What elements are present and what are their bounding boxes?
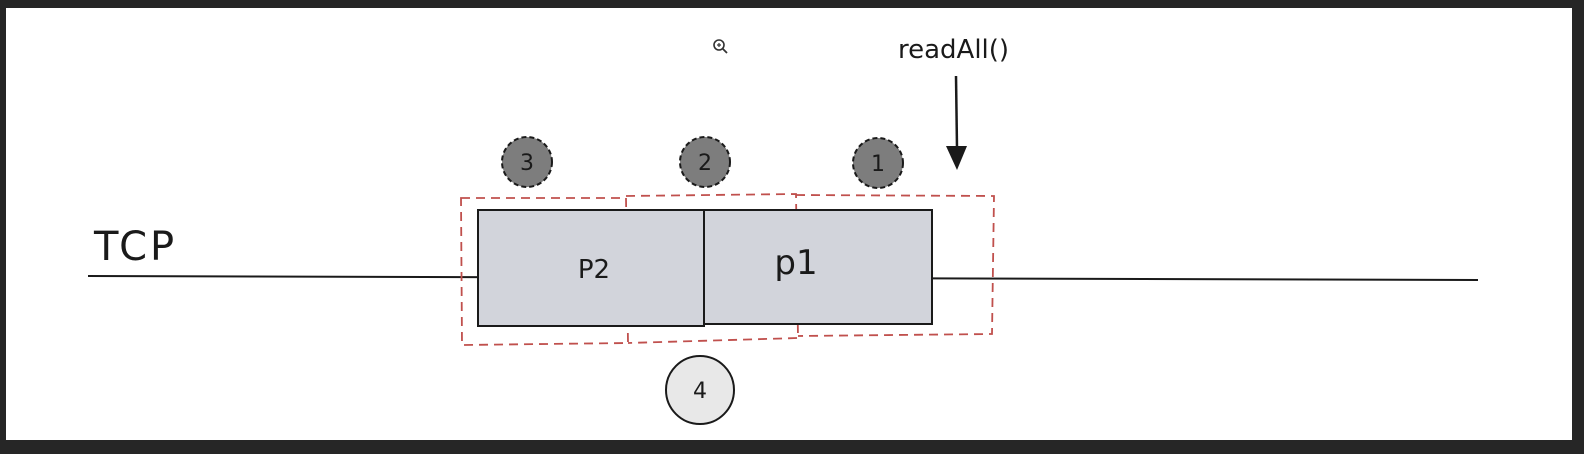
packet-p1-label: p1 [774,243,817,283]
marker-3-label: 3 [520,151,534,176]
read-all-arrow [946,75,967,170]
tcp-diagram: TCP P2 p1 3 2 1 [87,35,1479,425]
marker-1-label: 1 [871,152,885,177]
dashed-region-3 [460,197,629,346]
marker-1: 1 [852,137,904,189]
magnifier-icon[interactable] [713,39,728,54]
tcp-label: TCP [93,224,177,270]
packet-p2-label: P2 [578,255,610,285]
marker-4-label: 4 [693,379,707,404]
marker-3: 3 [501,136,553,188]
read-all-label: readAll() [898,35,1009,65]
packet-p2-box [477,209,705,327]
marker-4: 4 [665,355,735,425]
diagram-canvas: TCP P2 p1 3 2 1 [6,8,1572,440]
packet-p1-box [703,209,933,325]
marker-2-label: 2 [698,151,712,176]
marker-2: 2 [679,136,731,188]
